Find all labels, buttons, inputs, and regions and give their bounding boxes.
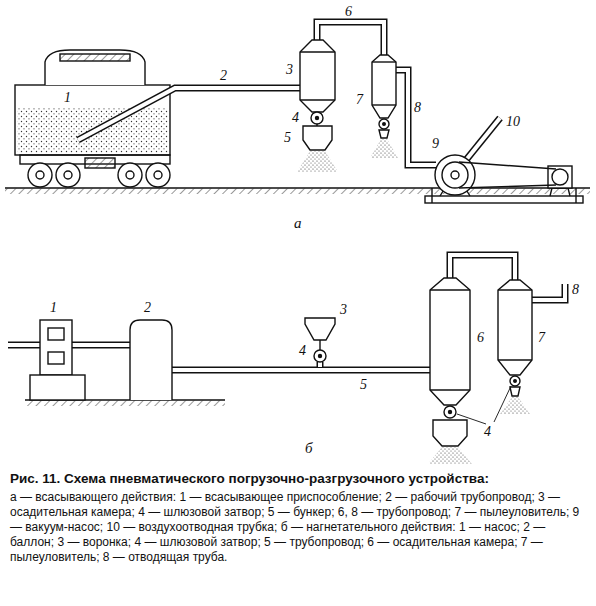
subfigure-letter: б bbox=[305, 440, 313, 456]
subfigure-letter: а bbox=[294, 215, 302, 231]
callout-number: 3 bbox=[286, 62, 293, 78]
callout-number: 5 bbox=[284, 130, 291, 146]
callout-number: 8 bbox=[572, 282, 579, 298]
callout-number: 2 bbox=[220, 68, 227, 84]
callout-number: 8 bbox=[414, 100, 421, 116]
figure-legend-text: а — всасывающего действия: 1 — всасывающ… bbox=[10, 490, 586, 565]
callout-number: 1 bbox=[64, 90, 71, 106]
callout-number: 7 bbox=[538, 330, 545, 346]
figure-caption: Рис. 11. Схема пневматического погрузочн… bbox=[10, 470, 586, 487]
callout-number: 6 bbox=[477, 330, 484, 346]
callout-number: 2 bbox=[144, 300, 151, 316]
callout-number: 4 bbox=[292, 110, 299, 126]
callout-number: 6 bbox=[345, 4, 352, 20]
callout-number: 4 bbox=[299, 343, 306, 359]
callout-number: 9 bbox=[432, 136, 439, 152]
callout-number: 4 bbox=[484, 424, 491, 440]
callout-number: 3 bbox=[340, 302, 347, 318]
callout-number: 5 bbox=[360, 377, 367, 393]
callout-number: 7 bbox=[356, 92, 363, 108]
callout-number: 1 bbox=[50, 300, 57, 316]
callout-number: 10 bbox=[506, 114, 520, 130]
